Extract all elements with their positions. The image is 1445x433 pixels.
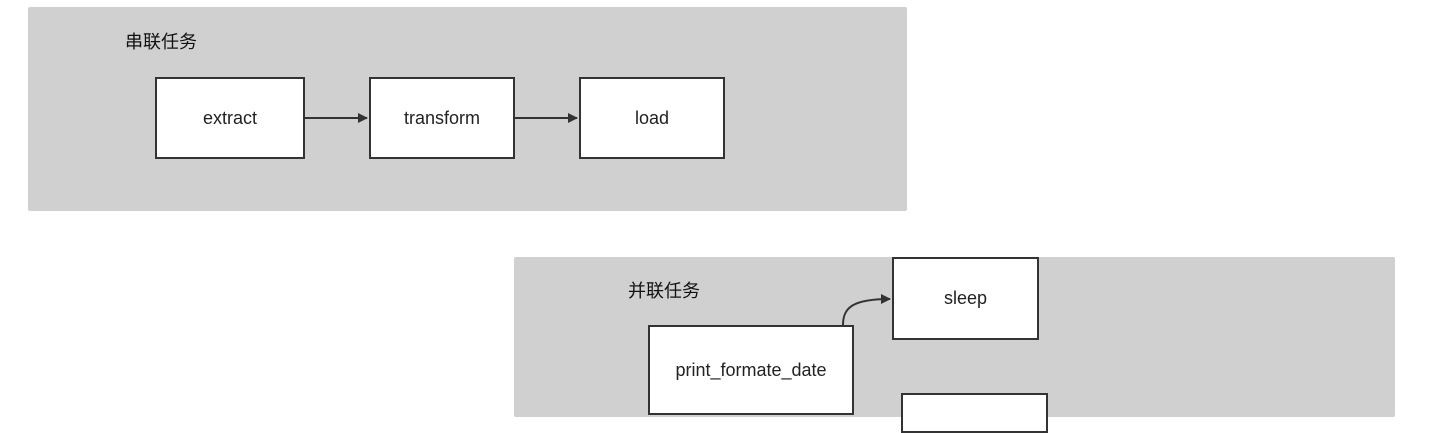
task-node-transform[interactable]: transform [369, 77, 515, 159]
task-node-sleep[interactable]: sleep [892, 257, 1039, 340]
serial-tasks-title: 串联任务 [125, 32, 197, 53]
task-node-load[interactable]: load [579, 77, 725, 159]
task-node-print-formate-date[interactable]: print_formate_date [648, 325, 854, 415]
parallel-tasks-title: 并联任务 [628, 281, 700, 302]
task-node-extract[interactable]: extract [155, 77, 305, 159]
task-node-partial[interactable] [901, 393, 1048, 433]
